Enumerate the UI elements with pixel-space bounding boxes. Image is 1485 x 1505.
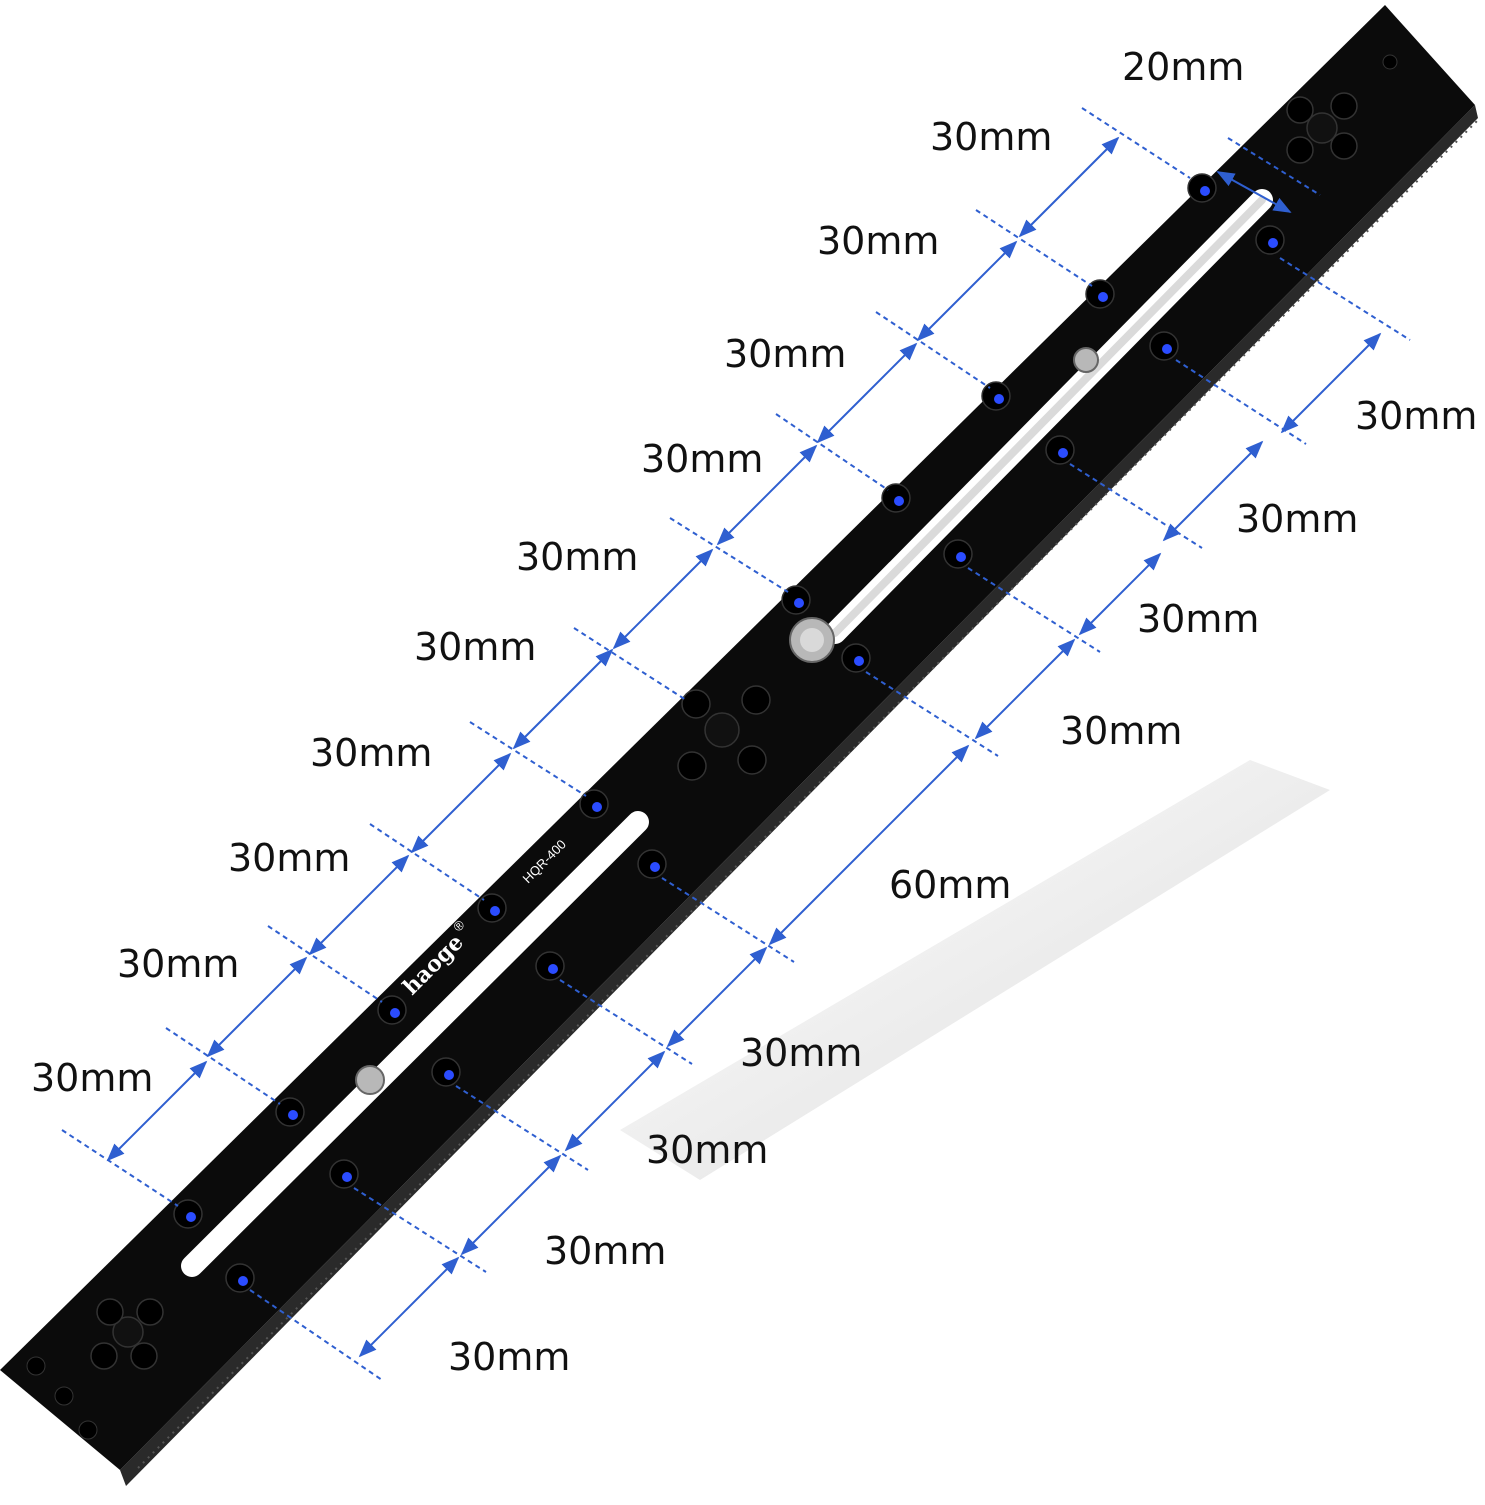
dimension-label-top: 30mm bbox=[117, 942, 239, 986]
extension-line bbox=[1081, 107, 1191, 179]
dimension-arrow bbox=[974, 638, 1076, 740]
dimension-arrow bbox=[1162, 440, 1264, 542]
extension-line bbox=[661, 877, 795, 963]
hole-glint bbox=[1058, 448, 1068, 458]
extension-line bbox=[165, 1027, 281, 1105]
hole-glint bbox=[490, 906, 500, 916]
upper-slot-inner bbox=[831, 196, 1266, 637]
clover-hole-cluster-center bbox=[677, 685, 771, 781]
hole-glint bbox=[288, 1110, 298, 1120]
dimension-arrow bbox=[410, 752, 512, 854]
dimension-label-bottom: 60mm bbox=[889, 863, 1011, 907]
extension-line bbox=[669, 517, 789, 593]
dimension-arrow bbox=[1280, 332, 1382, 434]
mounting-holes bbox=[26, 54, 1398, 1440]
dimension-arrow bbox=[564, 1050, 666, 1152]
clover-hole-cluster-bottom bbox=[90, 1298, 164, 1370]
extension-line bbox=[455, 1085, 589, 1171]
corner-hole bbox=[78, 1420, 98, 1440]
dimension-arrow bbox=[358, 1256, 460, 1358]
hole-glint bbox=[794, 598, 804, 608]
corner-hole bbox=[54, 1386, 74, 1406]
extension-line bbox=[559, 979, 693, 1065]
extension-line bbox=[865, 671, 999, 757]
dimension-label-top: 30mm bbox=[228, 836, 350, 880]
dimension-label-top: 30mm bbox=[817, 219, 939, 263]
extension-line bbox=[267, 925, 383, 1003]
dimension-label-top: 20mm bbox=[1122, 45, 1244, 89]
dimension-label-top: 30mm bbox=[930, 115, 1052, 159]
hole-glint bbox=[894, 496, 904, 506]
dimension-label-top: 30mm bbox=[414, 625, 536, 669]
extension-line bbox=[469, 721, 587, 797]
extension-line bbox=[967, 567, 1101, 653]
dimension-label-top: 30mm bbox=[31, 1056, 153, 1100]
hole-glint bbox=[1162, 344, 1172, 354]
clover-hole-cluster-top bbox=[1286, 92, 1358, 164]
dimension-label-bottom: 30mm bbox=[646, 1128, 768, 1172]
dimension-arrow bbox=[716, 444, 818, 546]
dimension-arrow bbox=[916, 240, 1018, 342]
hole-glint bbox=[650, 862, 660, 872]
hole-glint bbox=[1200, 186, 1210, 196]
dimension-arrow bbox=[768, 744, 970, 946]
dimension-arrow bbox=[612, 548, 714, 650]
dimension-arrow bbox=[666, 946, 768, 1048]
hole-glint bbox=[390, 1008, 400, 1018]
extension-line bbox=[61, 1129, 179, 1207]
plate-shadow bbox=[620, 760, 1330, 1180]
hole-glint bbox=[854, 656, 864, 666]
hole-glint bbox=[238, 1276, 248, 1286]
dimension-label-bottom: 30mm bbox=[544, 1229, 666, 1273]
dimension-arrow bbox=[512, 648, 614, 750]
lower-slot bbox=[181, 811, 649, 1277]
upper-slot bbox=[824, 189, 1273, 644]
extension-line bbox=[1227, 137, 1321, 196]
dimension-arrow bbox=[206, 956, 308, 1058]
screw-center bbox=[789, 617, 835, 663]
dimension-arrow bbox=[1018, 136, 1120, 238]
dimension-label-bottom: 30mm bbox=[740, 1031, 862, 1075]
dimension-arrow bbox=[308, 854, 410, 956]
dimension-arrow bbox=[106, 1060, 208, 1162]
hole-glint bbox=[1268, 238, 1278, 248]
dimension-label-top: 30mm bbox=[310, 731, 432, 775]
dimension-arrow bbox=[1078, 552, 1162, 636]
dimension-label-top: 30mm bbox=[516, 535, 638, 579]
screw-bottom bbox=[355, 1065, 385, 1095]
dimension-label-top: 30mm bbox=[724, 332, 846, 376]
hole-glint bbox=[956, 552, 966, 562]
hole-glint bbox=[342, 1172, 352, 1182]
dimension-arrow bbox=[816, 342, 918, 444]
screw-top bbox=[1073, 347, 1099, 373]
corner-hole bbox=[1382, 54, 1398, 70]
corner-hole bbox=[26, 1356, 46, 1376]
extension-line bbox=[875, 311, 991, 389]
hole-glint bbox=[994, 394, 1004, 404]
dimension-label-bottom: 30mm bbox=[1236, 497, 1358, 541]
dimension-arrow bbox=[1216, 171, 1292, 213]
extension-line bbox=[369, 823, 485, 901]
arca-swiss-plate: haoge ® HQR-400 bbox=[0, 5, 1479, 1486]
extension-line bbox=[1279, 257, 1411, 341]
hole-glint bbox=[592, 802, 602, 812]
hole-glint bbox=[444, 1070, 454, 1080]
hole-glint bbox=[186, 1212, 196, 1222]
dimension-arrow bbox=[460, 1154, 562, 1256]
dimension-label-bottom: 30mm bbox=[1355, 394, 1477, 438]
ruler-scale-line bbox=[137, 119, 1479, 1469]
hole-glint bbox=[548, 964, 558, 974]
hole-glint bbox=[1098, 292, 1108, 302]
dimension-label-bottom: 30mm bbox=[448, 1335, 570, 1379]
dimension-label-bottom: 30mm bbox=[1137, 597, 1259, 641]
dimension-label-bottom: 30mm bbox=[1060, 709, 1182, 753]
extension-line bbox=[775, 413, 889, 491]
dimension-label-top: 30mm bbox=[641, 437, 763, 481]
extension-line bbox=[573, 627, 687, 701]
extension-line bbox=[353, 1187, 487, 1273]
dimension-annotations: 20mm 30mm 30mm 30mm 30mm 30mm 30mm 30mm 30mm 30mm… bbox=[31, 45, 1477, 1381]
